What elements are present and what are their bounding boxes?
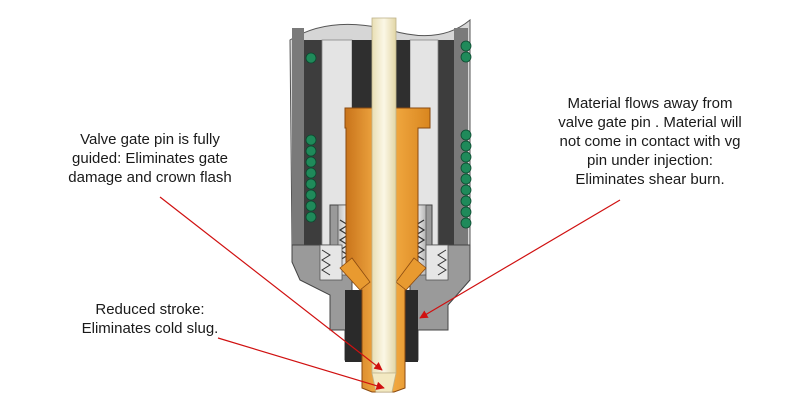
heater-coil-left xyxy=(305,52,317,223)
arrow-flow xyxy=(419,199,621,319)
callout-reduced-stroke: Reduced stroke: Eliminates cold slug. xyxy=(81,301,219,337)
callout-guided-pin: Valve gate pin is fully guided: Eliminat… xyxy=(68,131,232,186)
arrow-guided xyxy=(159,196,383,371)
arrow-stroke xyxy=(217,337,385,390)
callout-material-flow: Material flows away from valve gate pin … xyxy=(558,95,742,188)
heater-coil-right xyxy=(460,40,472,229)
valve-gate-pin xyxy=(371,17,397,393)
